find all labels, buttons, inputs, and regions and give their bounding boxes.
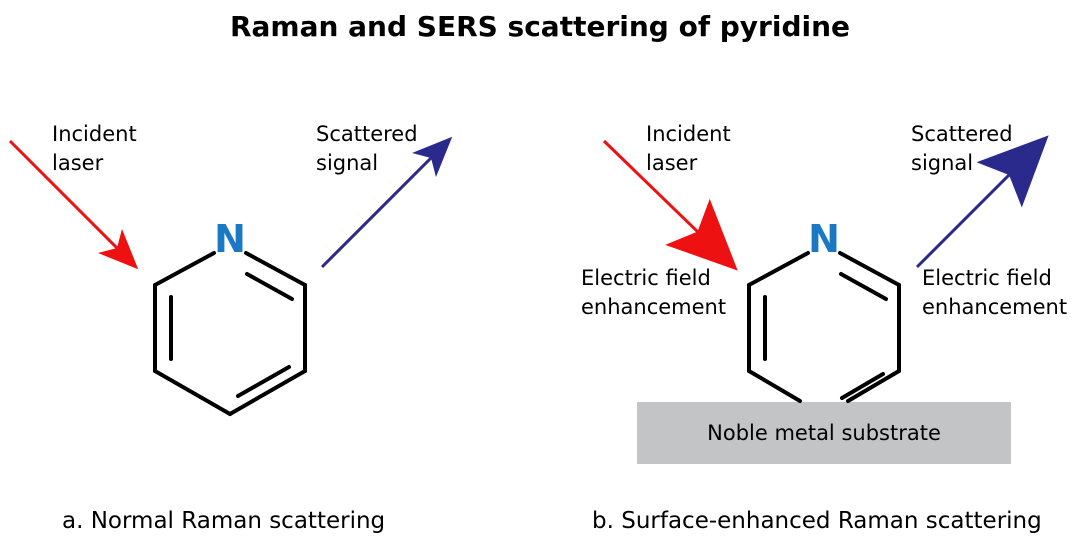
incident-laser-arrow-enhanced [602,139,738,271]
pyridine-molecule-adsorbed [747,251,901,403]
nitrogen-atom: N [808,217,840,261]
scattered-signal-label: Scattered signal [316,122,418,175]
double-bond-bottom [840,372,885,400]
diagram-title: Raman and SERS scattering of pyridine [229,10,851,43]
double-bond-top-right [245,272,294,301]
bond-n-c2 [747,251,810,287]
panel-a: N [8,136,453,416]
panel-b: Noble metal substrate N [602,135,1049,464]
bond-c4-c5 [846,369,901,403]
electric-field-enhancement-right: Electric field enhancement [922,266,1068,319]
noble-metal-substrate [637,402,1011,464]
scattered-signal-arrow [320,136,453,269]
substrate-label: Noble metal substrate [707,421,941,445]
incident-laser-arrow [8,139,139,270]
scattered-signal-arrow-enhanced [915,135,1049,269]
bond-c4-c5 [228,369,307,416]
bond-c3-c4 [747,369,802,403]
incident-laser-label-enhanced: Incident laser [646,122,731,175]
bond-n-c2 [153,251,216,287]
caption-normal-raman: a. Normal Raman scattering [62,508,386,534]
electric-field-enhancement-left: Electric field enhancement [581,266,727,319]
incident-laser-label: Incident laser [52,122,137,175]
pyridine-molecule [153,251,307,416]
double-bond-top-right [839,272,888,301]
bond-c6-n [838,251,901,287]
caption-sers: b. Surface-enhanced Raman scattering [592,508,1042,534]
bond-c6-n [244,251,307,287]
scattered-signal-label-enhanced: Scattered signal [911,122,1013,175]
nitrogen-atom: N [214,217,246,261]
double-bond-bottom [236,365,291,398]
bond-c3-c4 [153,369,232,416]
